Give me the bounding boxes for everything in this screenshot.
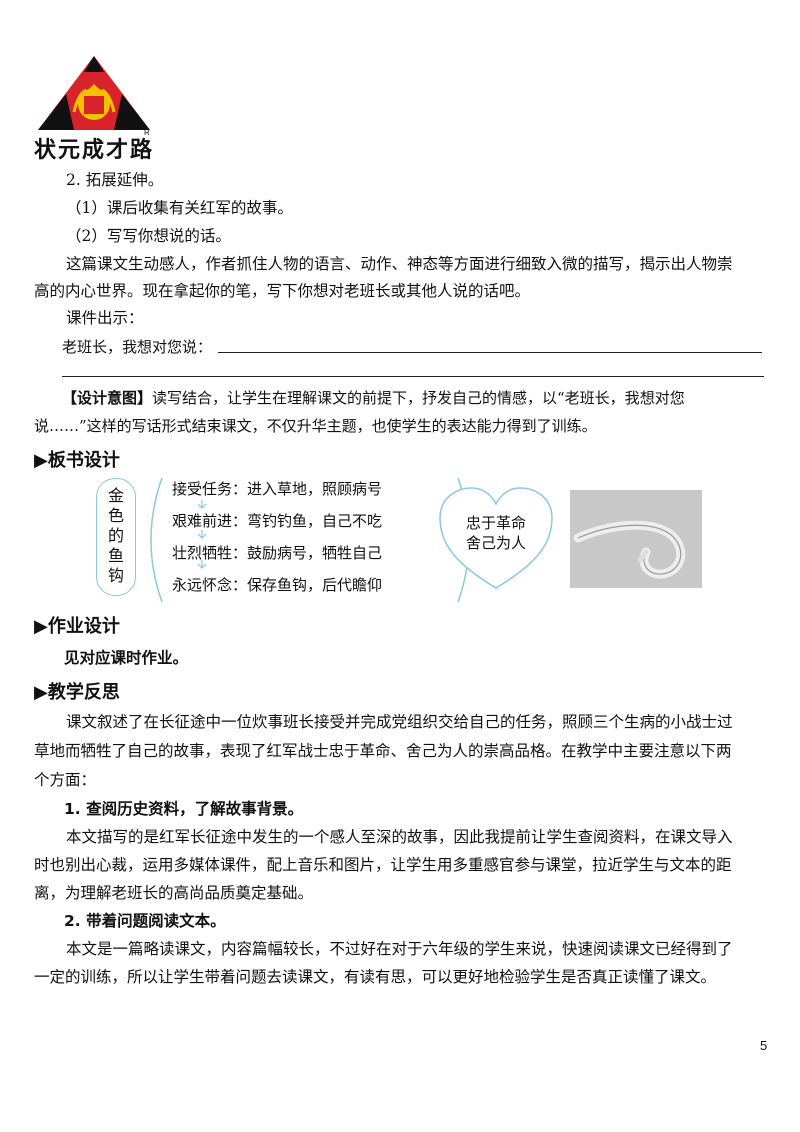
reflection-p1-line-1: 课文叙述了在长征途中一位炊事班长接受并完成党组织交给自己的任务，照顾三个生病的小… — [66, 713, 733, 731]
reflection-s2-line-1: 本文是一篇略读课文，内容篇幅较长，不过好在对于六年级的学生来说，快速阅读课文已经… — [66, 940, 733, 958]
board-row: 艰难前进：弯钓钓鱼，自己不吃 — [172, 512, 383, 530]
design-intent-text-1: 读写结合，让学生在理解课文的前提下，抒发自己的情感，以“老班长，我想对您 — [152, 389, 685, 407]
registered-mark: R — [144, 128, 150, 137]
board-title-char: 鱼 — [107, 546, 124, 565]
extension-item-2: （2）写写你想说的话。 — [66, 227, 231, 245]
heart-icon — [439, 487, 553, 589]
extension-para-line-1: 这篇课文生动感人，作者抓住人物的语言、动作、神态等方面进行细致入微的描写，揭示出… — [66, 255, 733, 273]
writing-prompt: 老班长，我想对您说： — [62, 338, 213, 356]
fishhook-icon — [573, 520, 686, 579]
reflection-s1-line-3: 离，为理解老班长的高尚品质奠定基础。 — [34, 884, 314, 902]
homework-text: 见对应课时作业。 — [64, 649, 189, 667]
writing-line-2 — [62, 376, 764, 377]
extension-heading: 2. 拓展延伸。 — [66, 171, 164, 189]
design-intent-label: 【设计意图】 — [62, 389, 153, 407]
board-title-char: 的 — [107, 526, 124, 545]
logo-emblem-icon — [38, 56, 150, 130]
fishhook-photo — [570, 490, 702, 588]
extension-para-line-2: 高的内心世界。现在拿起你的笔，写下你想对老班长或其他人说的话吧。 — [34, 282, 531, 300]
reflection-p1-line-3: 个方面： — [34, 771, 97, 789]
board-diagram: 金 色 的 鱼 钩 接受任务：进入草地，照顾病号 艰难前进：弯钓钓鱼，自己不吃 … — [96, 474, 756, 606]
design-intent-line-2: 说……”这样的写话形式结束课文，不仅升华主题，也使学生的表达能力得到了训练。 — [34, 417, 597, 435]
board-title-char: 钩 — [107, 566, 124, 585]
board-row: 接受任务：进入草地，照顾病号 — [172, 480, 383, 498]
logo: 状元成才路 R — [34, 52, 155, 163]
extension-item-1: （1）课后收集有关红军的故事。 — [66, 199, 293, 217]
reflection-s2-heading: 2. 带着问题阅读文本。 — [64, 912, 226, 930]
logo-text: 状元成才路 — [34, 138, 155, 163]
board-title-char: 色 — [107, 506, 124, 525]
board-row: 永远怀念：保存鱼钩，后代瞻仰 — [172, 576, 383, 594]
board-title-capsule — [96, 478, 136, 596]
board-title-char: 金 — [107, 486, 124, 505]
heart-line-1: 忠于革命 — [466, 514, 527, 532]
board-title: 金 色 的 鱼 钩 — [96, 486, 136, 586]
homework-heading: ▶作业设计 — [34, 616, 120, 637]
heart-line-2: 舍己为人 — [466, 534, 527, 552]
board-row: 壮烈牺牲：鼓励病号，牺牲自己 — [172, 544, 383, 562]
design-intent-line-1: 【设计意图】读写结合，让学生在理解课文的前提下，抒发自己的情感，以“老班长，我想… — [62, 387, 685, 408]
reflection-s1-heading: 1. 查阅历史资料，了解故事背景。 — [64, 800, 304, 818]
writing-line-1 — [218, 352, 762, 353]
reflection-s2-line-2: 一定的训练，所以让学生带着问题去读课文，有读有思，可以更好地检验学生是否真正读懂… — [34, 968, 717, 986]
courseware-label: 课件出示： — [66, 309, 144, 327]
reflection-s1-line-2: 时也别出心裁，运用多媒体课件，配上音乐和图片，让学生用多重感官参与课堂，拉近学生… — [34, 856, 732, 874]
page-number: 5 — [760, 1038, 768, 1053]
board-heading: ▶板书设计 — [34, 450, 120, 471]
reflection-heading: ▶教学反思 — [34, 682, 120, 703]
reflection-s1-line-1: 本文描写的是红军长征途中发生的一个感人至深的故事，因此我提前让学生查阅资料，在课… — [66, 828, 733, 846]
reflection-p1-line-2: 草地而牺牲了自己的故事，表现了红军战士忠于革命、舍己为人的崇高品格。在教学中主要… — [34, 742, 732, 760]
